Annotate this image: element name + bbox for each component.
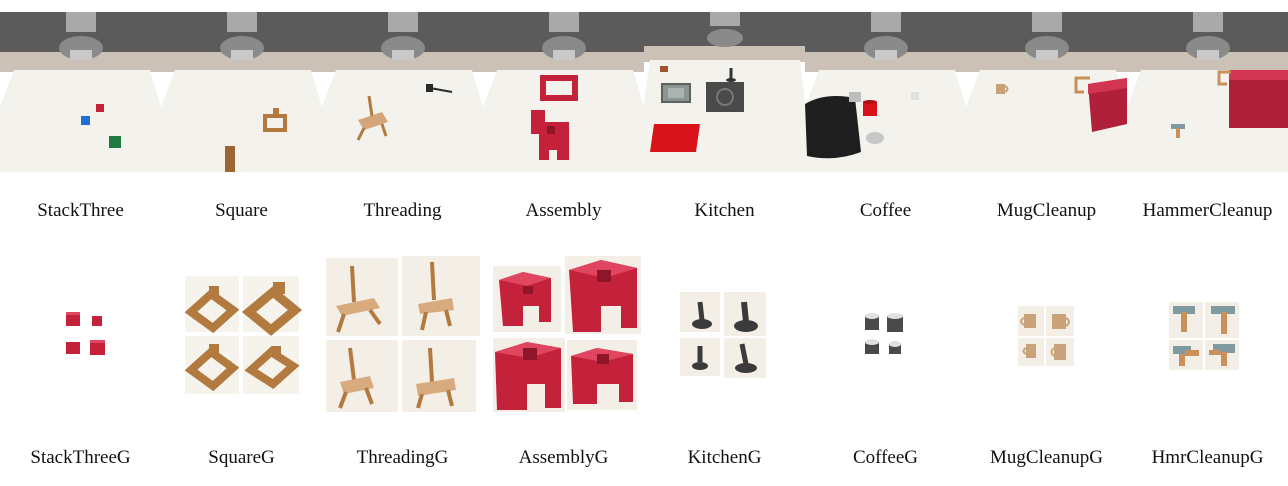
variant-label: ThreadingG [356, 447, 449, 468]
task-label: Threading [363, 200, 442, 221]
kitchen-scene-image [644, 12, 805, 172]
squareg-objects-image [161, 252, 322, 422]
variant-label: SquareG [208, 447, 275, 468]
variant-label: MugCleanupG [990, 447, 1103, 468]
task-label: Assembly [525, 200, 602, 221]
coffeeg-objects-image [805, 252, 966, 422]
assembly-scene-image [483, 12, 644, 172]
task-label: MugCleanup [996, 200, 1097, 221]
task-label: StackThree [37, 200, 124, 221]
square-scene-image [161, 12, 322, 172]
mugcleanup-scene-image [966, 12, 1127, 172]
threading-scene-image [322, 12, 483, 172]
variant-label: KitchenG [687, 447, 762, 468]
task-label: Square [215, 200, 268, 221]
stackthreeg-objects-image [0, 252, 161, 422]
variant-label: AssemblyG [518, 447, 609, 468]
variant-label: StackThreeG [30, 447, 131, 468]
coffee-scene-image [805, 12, 966, 172]
variant-label: HmrCleanupG [1151, 447, 1264, 468]
kitcheng-objects-image [644, 252, 805, 422]
task-label: HammerCleanup [1142, 200, 1273, 221]
hammercleanup-scene-image [1127, 12, 1288, 172]
mugcleanupg-objects-image [966, 252, 1127, 422]
hmrcleanupg-objects-image [1127, 252, 1288, 422]
assemblyg-objects-image [483, 252, 644, 422]
threadingg-objects-image [322, 252, 483, 422]
task-label: Coffee [859, 200, 912, 221]
task-label: Kitchen [694, 200, 755, 221]
stackthree-scene-image [0, 12, 161, 172]
variant-label: CoffeeG [852, 447, 919, 468]
